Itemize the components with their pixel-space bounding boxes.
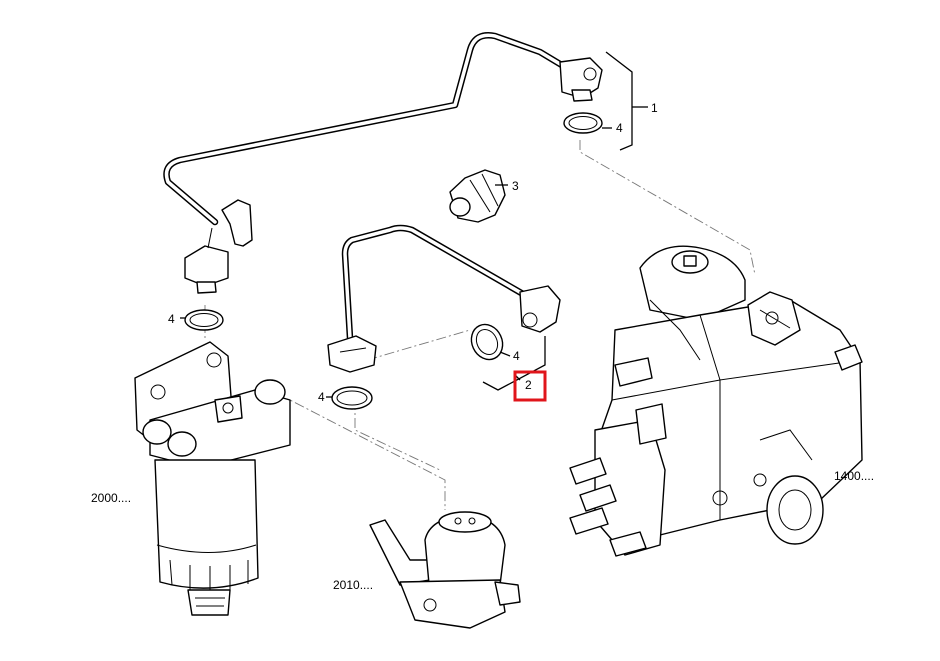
callout-4-mid[interactable]: 4 <box>513 349 520 363</box>
feed-pump[interactable] <box>369 511 521 629</box>
callout-labels: 1 4 3 4 4 4 2 2000.... 2010.... 1400.... <box>91 101 874 592</box>
callout-2010[interactable]: 2010.... <box>333 578 373 592</box>
callout-2[interactable]: 2 <box>525 378 532 392</box>
callout-4-lower[interactable]: 4 <box>318 390 325 404</box>
fuel-filter-assembly[interactable] <box>134 341 291 616</box>
injection-pump[interactable] <box>569 245 863 557</box>
callout-1400[interactable]: 1400.... <box>834 469 874 483</box>
fuel-pipe-lower[interactable] <box>327 224 561 373</box>
callout-4-left[interactable]: 4 <box>168 312 175 326</box>
callout-brackets <box>180 51 648 398</box>
fitting-part-3[interactable] <box>449 169 506 223</box>
highlight-box <box>513 370 547 402</box>
callout-4-top[interactable]: 4 <box>616 121 623 135</box>
callout-3[interactable]: 3 <box>512 179 519 193</box>
fuel-pipe-upper[interactable] <box>163 32 603 294</box>
callout-2000[interactable]: 2000.... <box>91 491 131 505</box>
seal-rings[interactable] <box>184 112 603 410</box>
callout-1[interactable]: 1 <box>651 101 658 115</box>
